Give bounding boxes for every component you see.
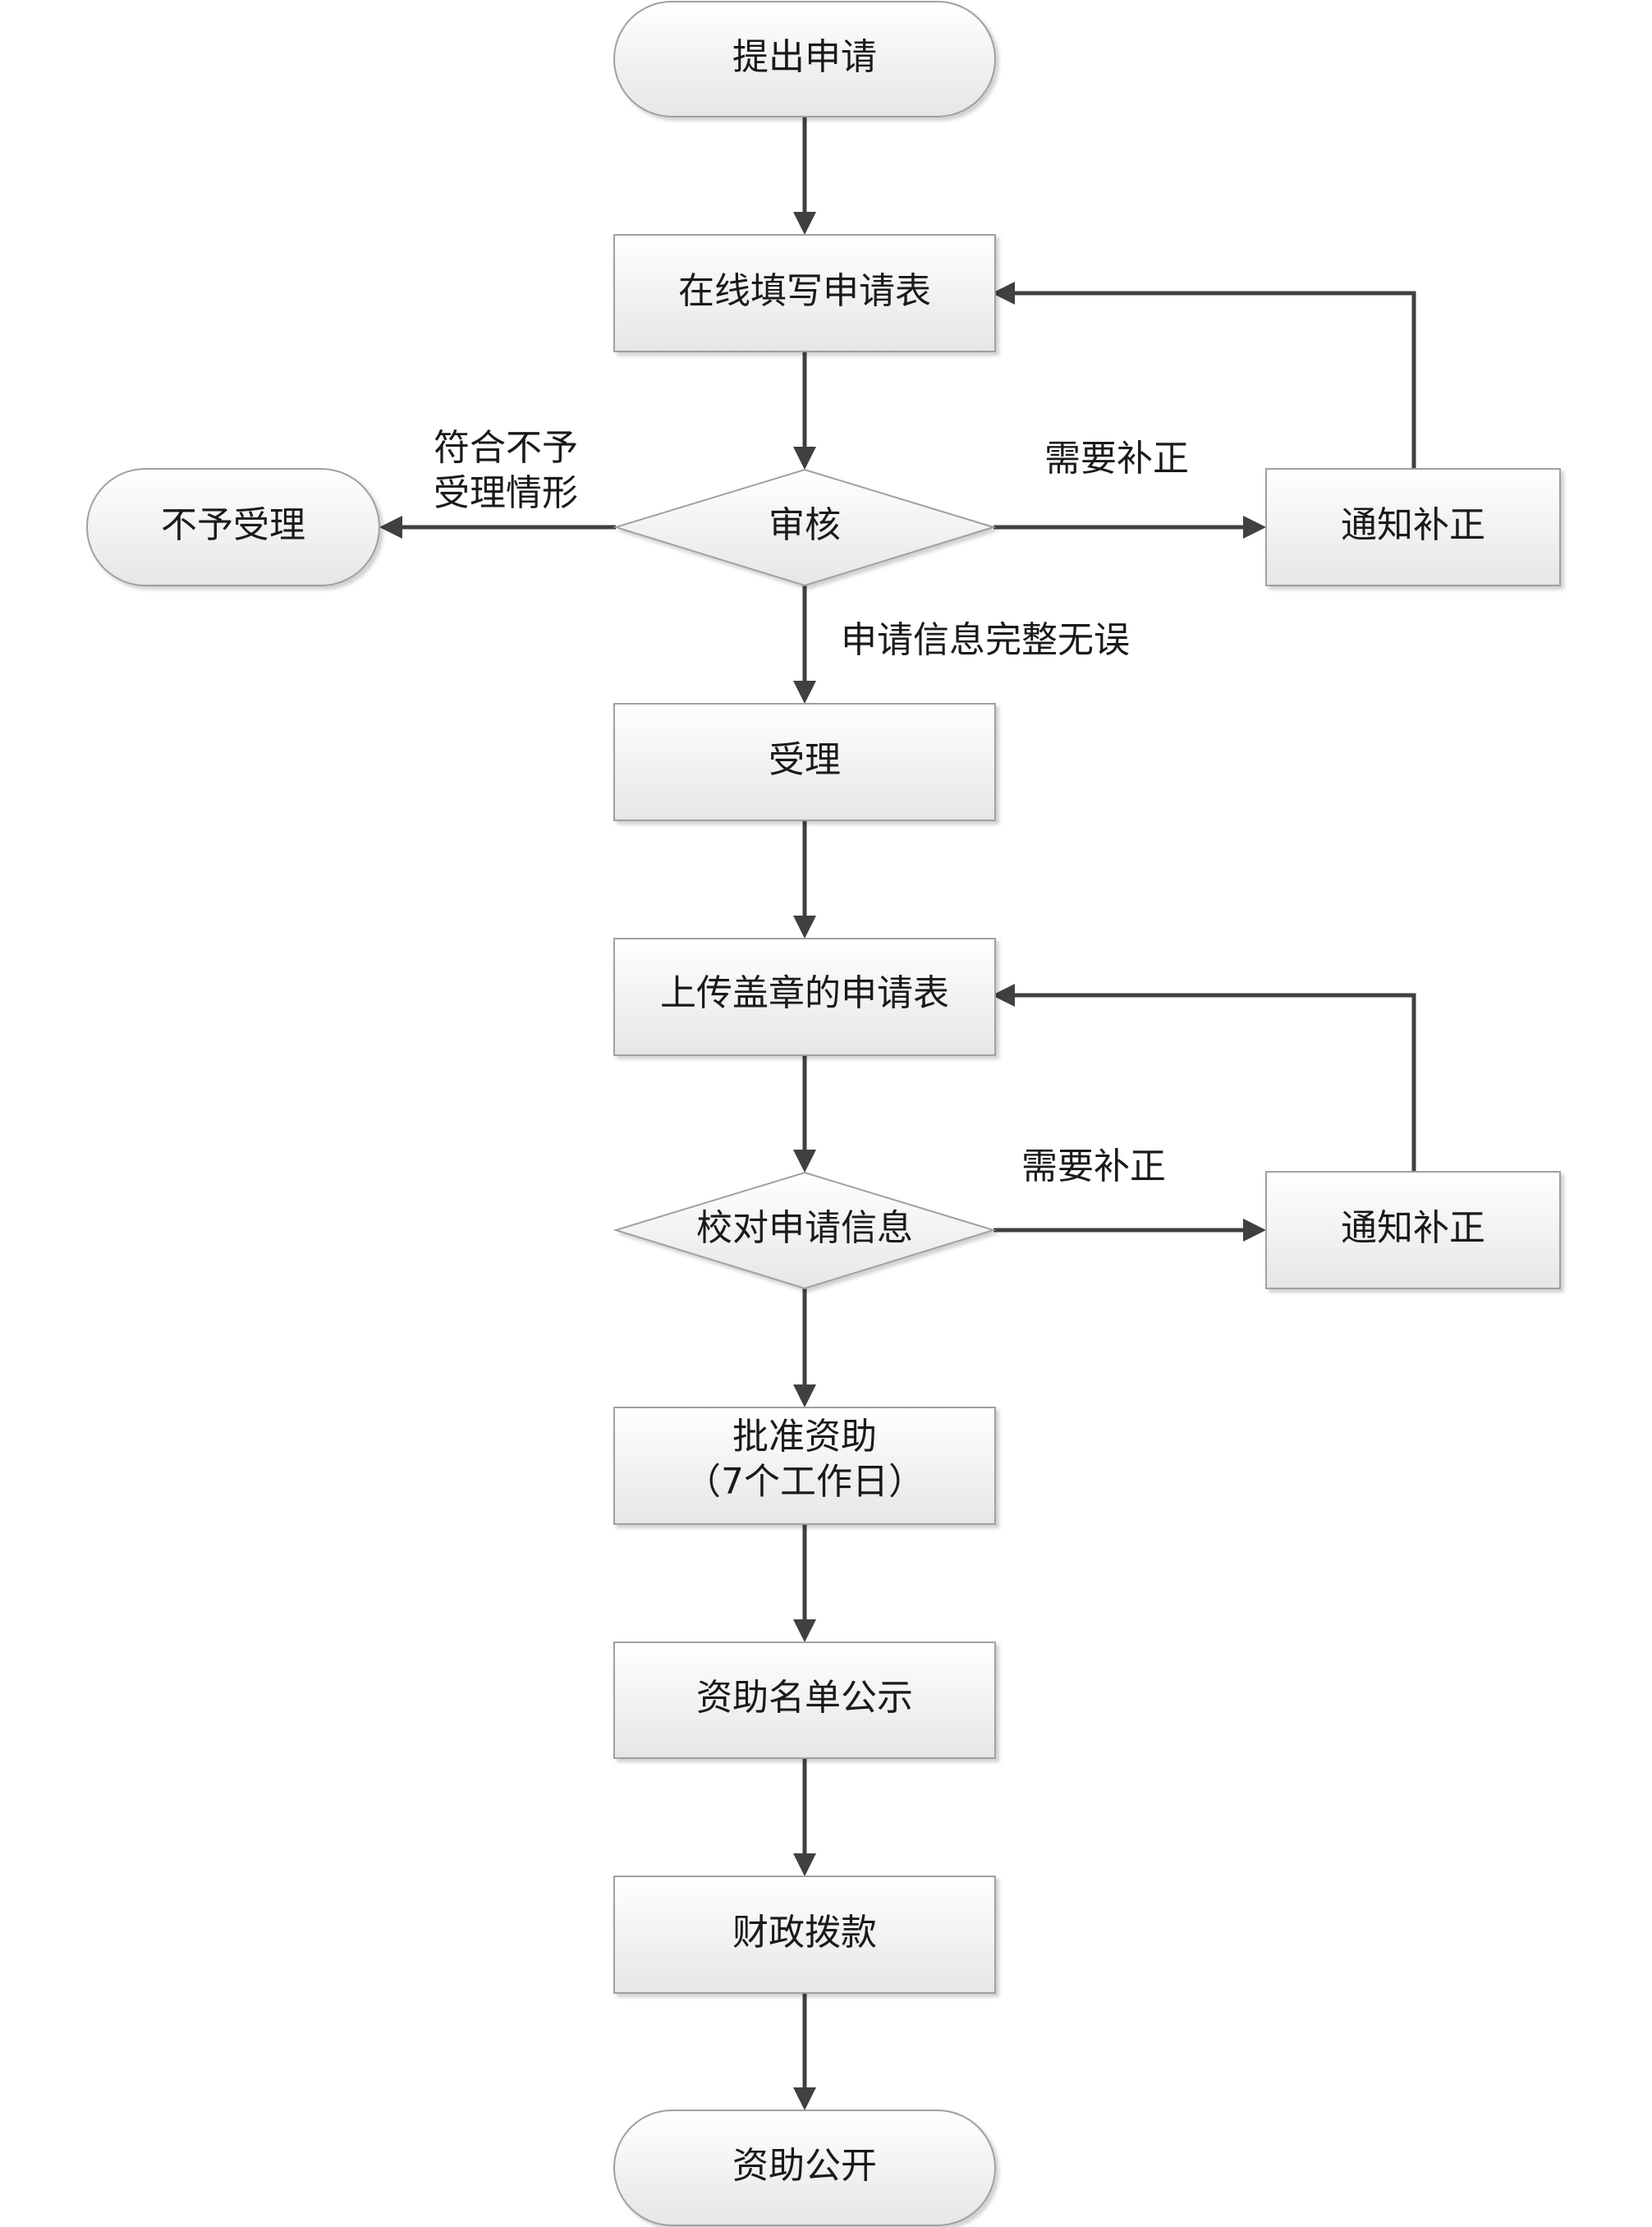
arrowhead (793, 212, 816, 235)
node-funding: 财政拨款 (613, 1876, 996, 1994)
arrowhead (793, 681, 816, 704)
node-upload: 上传盖章的申请表 (613, 938, 996, 1056)
node-verify: 校对申请信息 (613, 1171, 997, 1290)
node-review-label: 审核 (769, 504, 841, 546)
node-start-label: 提出申请 (732, 36, 877, 78)
arrowhead (793, 447, 816, 470)
node-approve-label-line1: 批准资助 (732, 1416, 877, 1458)
node-accept: 受理 (613, 703, 996, 821)
node-notify-1-label: 通知补正 (1341, 504, 1485, 546)
node-publicity: 资助名单公示 (613, 1642, 996, 1759)
edge-label-complete: 申请信息完整无误 (841, 619, 1130, 661)
arrowhead (1243, 1219, 1266, 1242)
node-verify-label: 校对申请信息 (696, 1207, 913, 1249)
arrowhead (992, 984, 1015, 1007)
node-end: 资助公开 (613, 2110, 996, 2226)
arrowhead (793, 2087, 816, 2110)
arrowhead (379, 516, 402, 539)
arrowhead (992, 282, 1015, 305)
arrowhead (1243, 516, 1266, 539)
arrowhead (793, 916, 816, 939)
node-notify-2-label: 通知补正 (1341, 1207, 1485, 1249)
node-upload-label: 上传盖章的申请表 (660, 972, 949, 1014)
node-accept-label: 受理 (769, 739, 841, 781)
node-publicity-label: 资助名单公示 (696, 1677, 913, 1719)
node-approve-label-line2: （7个工作日） (685, 1461, 925, 1503)
arrowhead (793, 1384, 816, 1407)
arrow-notify-2-to-upload (1012, 993, 1416, 1172)
node-start: 提出申请 (613, 1, 996, 117)
node-notify-1: 通知补正 (1265, 468, 1561, 586)
node-approve: 批准资助 （7个工作日） (613, 1407, 996, 1525)
connectors (379, 117, 1416, 2110)
node-reject-label: 不予受理 (161, 504, 305, 546)
arrowhead (793, 1853, 816, 1876)
edge-label-reject-line1: 符合不予 (434, 427, 578, 469)
arrow-notify-1-to-fill (1012, 291, 1416, 469)
node-end-label: 资助公开 (732, 2145, 877, 2187)
node-fill-form-label: 在线填写申请表 (678, 270, 931, 312)
edge-label-reject-line2: 受理情形 (434, 472, 578, 514)
node-notify-2: 通知补正 (1265, 1171, 1561, 1289)
node-funding-label: 财政拨款 (732, 1912, 877, 1954)
node-review: 审核 (613, 468, 997, 587)
node-fill-form: 在线填写申请表 (613, 234, 996, 352)
edge-label-needs-fix-2: 需要补正 (1021, 1146, 1166, 1187)
edge-label-needs-fix-1: 需要补正 (1044, 438, 1189, 480)
node-reject: 不予受理 (86, 468, 380, 586)
arrowhead (793, 1150, 816, 1173)
arrowhead (793, 1619, 816, 1642)
